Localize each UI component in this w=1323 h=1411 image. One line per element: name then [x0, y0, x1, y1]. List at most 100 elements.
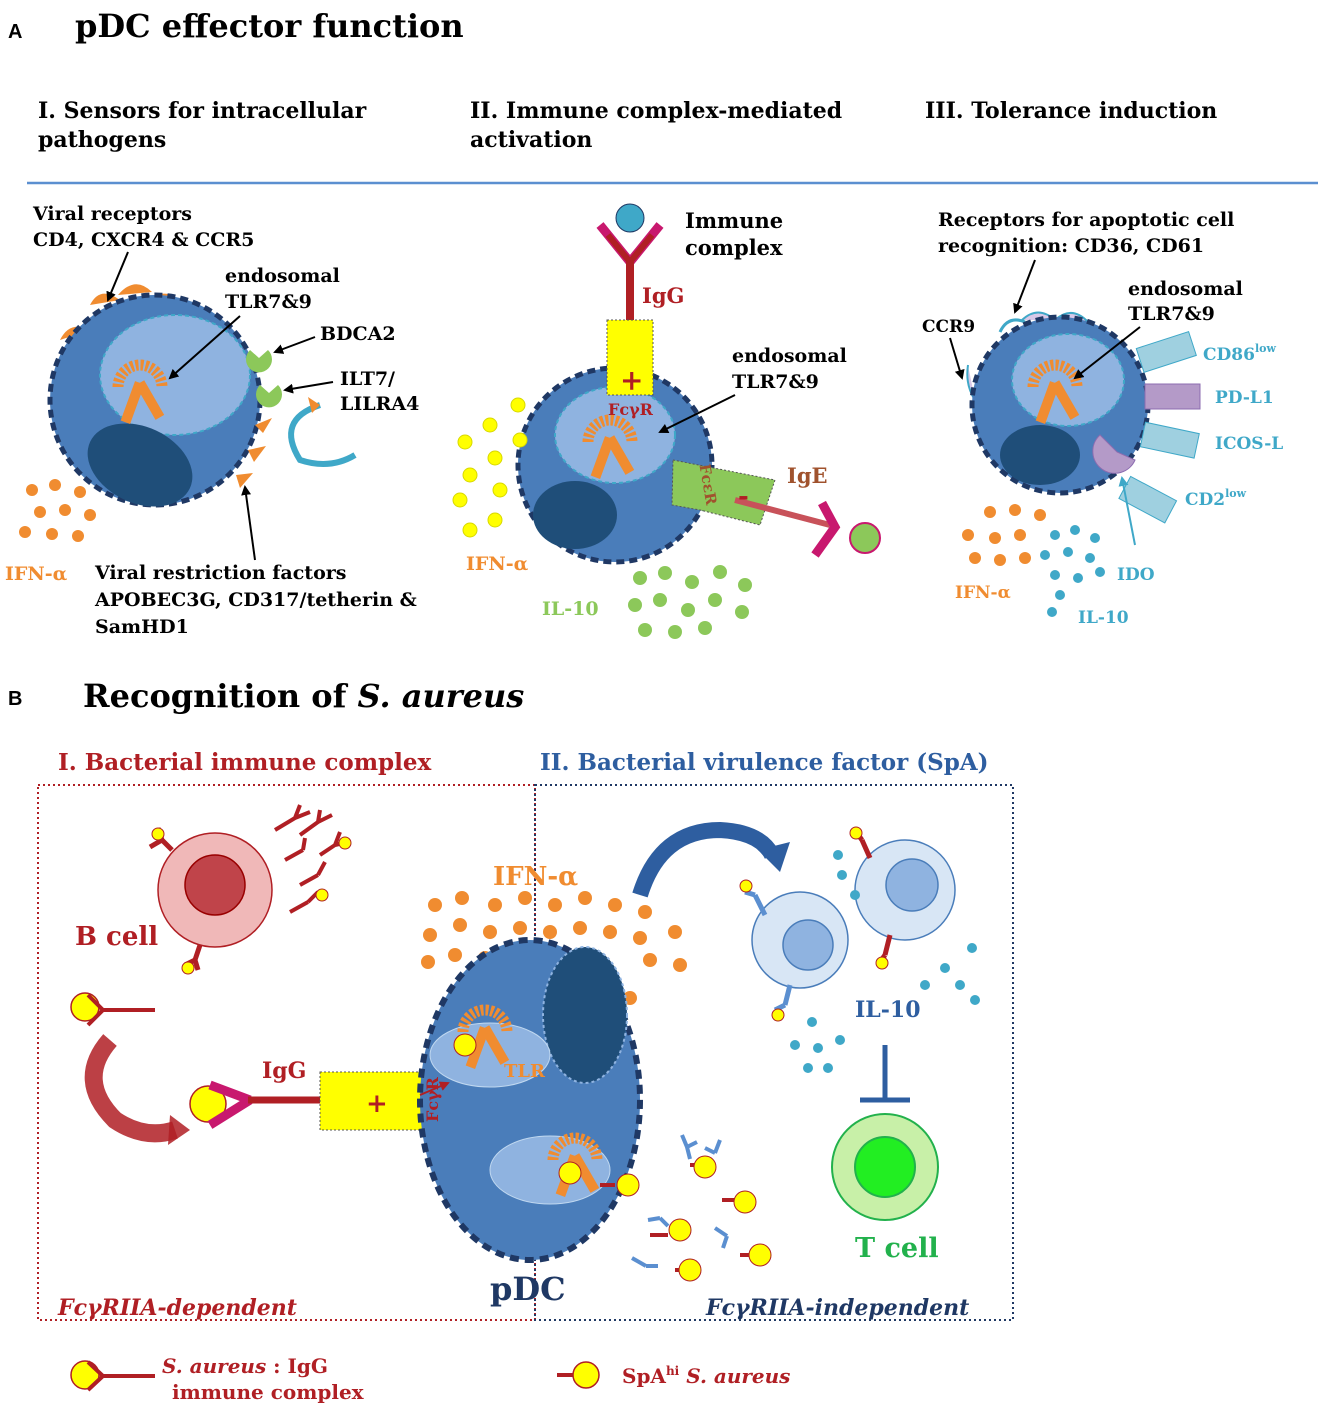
legend-sa-igg-label-line1: S. aureus : IgG — [162, 1354, 328, 1378]
endosome — [1011, 333, 1125, 427]
fcgr-receptor-b — [319, 1071, 436, 1131]
il10-label-a3: IL-10 — [1078, 608, 1129, 628]
blue-antibody — [713, 1226, 729, 1249]
b-cell-regulatory-2 — [849, 826, 956, 970]
igg-arms-b — [207, 1080, 253, 1129]
restriction-label-line1: Viral restriction factors — [94, 562, 346, 584]
bdca2-receptor — [246, 350, 272, 373]
ifn-droplets-a3 — [962, 504, 1046, 566]
icosl-receptor — [1139, 421, 1200, 459]
feedback-arrow-head — [308, 397, 320, 413]
spa-bacterium — [675, 1258, 702, 1282]
immune-complex-pdc-cell — [515, 203, 881, 565]
il10-droplets-a3 — [1040, 525, 1105, 617]
pdl1-receptor — [1144, 383, 1201, 410]
b-cell-label: B cell — [75, 922, 158, 952]
col2-heading-line1: II. Immune complex-mediated — [470, 98, 842, 124]
endosomal-label-line1: endosomal — [225, 265, 340, 287]
nucleus — [87, 423, 193, 507]
restriction-factor — [255, 418, 272, 433]
endosomal-arrow — [168, 315, 241, 380]
fcgr-label-b: FcγR — [423, 1076, 442, 1122]
bdca2-label: BDCA2 — [320, 323, 396, 345]
t-cell — [831, 1113, 939, 1221]
ilt7-label-line1: ILT7/ — [340, 368, 395, 390]
endosomal-label-a3-line2: TLR7&9 — [1128, 303, 1215, 325]
fcgr-label-a: FcγR — [608, 400, 654, 419]
bacterium-in-endosome — [558, 1161, 582, 1185]
s-aureus-bacterium — [189, 1085, 227, 1123]
t-cell-label: T cell — [855, 1233, 939, 1264]
ccr9-arrow — [949, 337, 965, 380]
bacterium-in-endosome — [453, 1033, 477, 1057]
t-cell-nucleus — [854, 1136, 916, 1198]
tolerance-pdc-cell — [966, 311, 1201, 524]
legend-spa-label: SpAhi S. aureus — [622, 1364, 790, 1388]
ifn-droplets-a1 — [19, 479, 96, 542]
spa-bacterium — [690, 1155, 717, 1179]
legend-sa-igg-complex — [70, 1360, 155, 1392]
pdc-label: pDC — [490, 1270, 566, 1308]
igg-label-b: IgG — [262, 1058, 306, 1084]
tlr-label: TLR — [504, 1061, 546, 1082]
ifn-label-b: IFN-α — [493, 862, 578, 892]
fcgriia-independent-box — [534, 784, 1014, 1321]
panel-a-letter: A — [8, 21, 22, 43]
spa-bacteria-cluster — [600, 1134, 772, 1282]
ige-label: IgE — [787, 463, 828, 488]
fcgr-internalization-arrow — [419, 1081, 450, 1096]
cd86-label: CD86low — [1203, 342, 1276, 365]
endosomal-label-a3-line1: endosomal — [1128, 278, 1243, 300]
ido-label: IDO — [1117, 565, 1155, 585]
ifn-label-a1: IFN-α — [5, 563, 68, 585]
feedback-arrow — [288, 402, 357, 467]
central-pdc-cell — [417, 937, 643, 1263]
col3-heading: III. Tolerance induction — [925, 98, 1217, 124]
apoptotic-receptors-label-line2: recognition: CD36, CD61 — [938, 235, 1204, 257]
immune-complex-label-line1: Immune — [685, 208, 783, 233]
sensor-pdc-cell — [47, 284, 357, 508]
b-cell-regulatory-1 — [739, 879, 849, 1022]
bdca2-arrow — [273, 336, 316, 354]
blue-antibody — [631, 1256, 658, 1268]
pdc-nucleus — [542, 946, 628, 1084]
col1-heading-line2: pathogens — [38, 127, 166, 153]
apoptotic-receptor-arrow — [1013, 259, 1036, 314]
ige-stem — [734, 497, 831, 528]
panel-b-letter: B — [8, 688, 22, 710]
ilt7-label-line2: LILRA4 — [340, 393, 419, 415]
ifn-droplets-b — [421, 891, 687, 1005]
ilt7-receptor — [256, 385, 282, 408]
panel-b-title: Recognition of S. aureus — [83, 677, 524, 715]
endosome-lower — [489, 1135, 611, 1205]
secreted-igg-antibodies — [273, 804, 349, 914]
bacteria-dots-top — [315, 836, 352, 902]
restriction-label-line2: APOBEC3G, CD317/tetherin & — [94, 589, 417, 611]
curved-arrow-blue — [632, 821, 780, 898]
blue-antibody — [704, 1139, 722, 1155]
restriction-arrow — [241, 485, 256, 561]
apoptotic-receptors-label-line1: Receptors for apoptotic cell — [938, 209, 1234, 231]
cd86-receptor — [1135, 330, 1197, 373]
endosomal-label-a2-line1: endosomal — [732, 345, 847, 367]
icosl-label: ICOS-L — [1215, 434, 1283, 454]
il10-droplets-b — [790, 850, 980, 1073]
curved-arrow-red-head — [168, 1115, 190, 1145]
fcgr-plus-sign-b: + — [366, 1089, 388, 1119]
fcgr-receptor — [606, 319, 654, 396]
fcgriia-dependent-box — [37, 784, 536, 1321]
legend-sa-igg-label-line2: immune complex — [172, 1380, 365, 1404]
virulence-factor-heading: II. Bacterial virulence factor (SpA) — [540, 749, 989, 776]
ilt7-arrow — [283, 381, 334, 394]
sa-igg-fcgr-binding — [189, 1071, 436, 1131]
col2-heading-line2: activation — [470, 127, 592, 153]
fcgr-plus-sign: + — [620, 364, 643, 397]
endosomal-arrow-a3 — [1073, 326, 1141, 380]
fcgriia-independent-label: FcγRIIA-independent — [705, 1295, 969, 1321]
blue-antibody — [680, 1134, 698, 1160]
endosomal-label-line2: TLR7&9 — [225, 291, 312, 313]
spa-bacterium — [600, 1173, 640, 1197]
endosomal-arrow-a2 — [658, 394, 736, 433]
cd2-label: CD2low — [1185, 487, 1247, 510]
